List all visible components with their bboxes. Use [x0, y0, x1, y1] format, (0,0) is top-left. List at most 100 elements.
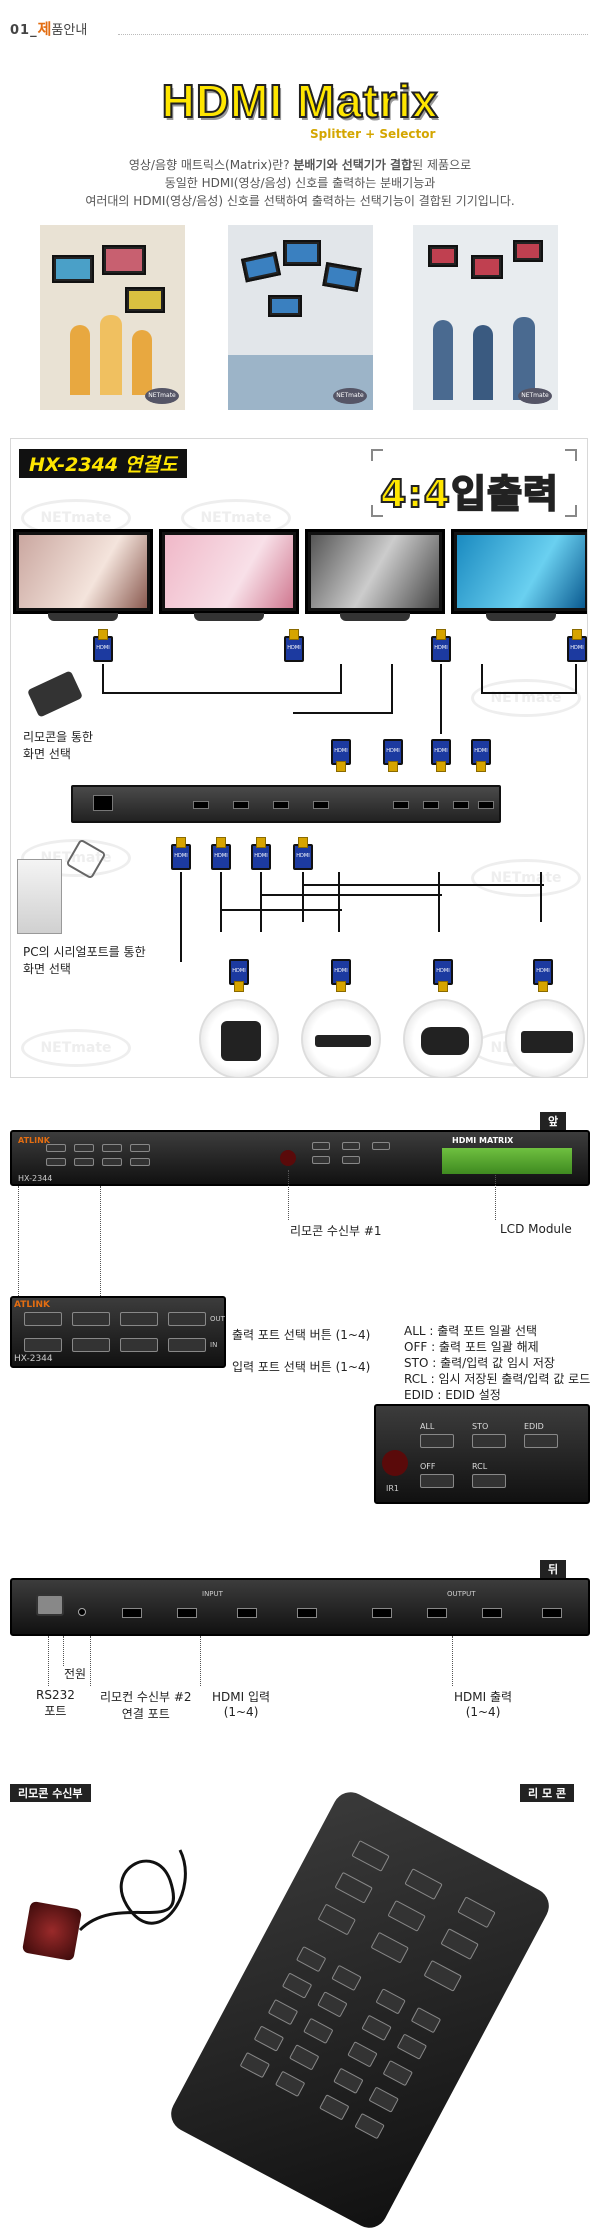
hdmi-output-label: HDMI 출력 (1~4) [454, 1690, 513, 1719]
hdmi-plug-text: HDMI [570, 645, 584, 651]
matrix-device [71, 785, 501, 823]
function-edid: EDID : EDID 설정 [404, 1388, 501, 1402]
out-button-1[interactable] [24, 1312, 62, 1326]
header-divider [118, 34, 588, 35]
hdmi-plug-text: HDMI [334, 968, 348, 974]
hdmi-plug-text: HDMI [174, 853, 188, 859]
hdmi-plug-text: HDMI [287, 645, 301, 651]
sto-button[interactable] [472, 1434, 506, 1448]
function-sto: STO : 출력/입력 값 임시 저장 [404, 1356, 555, 1370]
hdmi-input-label: HDMI 입력 (1~4) [212, 1690, 271, 1719]
power-jack [78, 1608, 86, 1616]
hdmi-plug-icon: HDMI [383, 739, 403, 772]
remote-control-icon [26, 670, 84, 718]
intro-text: 영상/음향 매트릭스(Matrix)란? [128, 158, 294, 172]
front-panel: ATLINK HX-2344 HDMI MATRIX [10, 1130, 590, 1186]
model-label: HX-2344 [14, 1354, 53, 1364]
ir-receiver-1-label: 리모콘 수신부 #1 [290, 1224, 382, 1238]
ir2-label: 리모컨 수신부 #2 연결 포트 [100, 1690, 192, 1721]
in-row-label: IN [210, 1341, 218, 1349]
remote-label: 리모콘을 통한 화면 선택 [23, 730, 94, 761]
model-label: HX-2344 [18, 1174, 53, 1183]
io-badge: 4:4입출력 [379, 471, 559, 517]
tv-display-1 [13, 529, 153, 624]
in-button-1[interactable] [24, 1338, 62, 1352]
output-label: OUTPUT [447, 1590, 476, 1598]
hdmi-plug-text: HDMI [386, 748, 400, 754]
hdmi-plug-icon: HDMI [533, 959, 553, 992]
media-player-icon [505, 999, 585, 1077]
remote-tag: 리 모 콘 [520, 1784, 575, 1802]
in-button-3[interactable] [120, 1338, 158, 1352]
out-button-3[interactable] [120, 1312, 158, 1326]
intro-line-2: 동일한 HDMI(영상/음성) 신호를 출력하는 분배기능과 [164, 176, 436, 190]
hdmi-plug-text: HDMI [474, 748, 488, 754]
hdmi-plug-text: HDMI [214, 853, 228, 859]
lcd-title: HDMI MATRIX [452, 1136, 514, 1145]
hdmi-plug-icon: HDMI [229, 959, 249, 992]
off-button[interactable] [420, 1474, 454, 1488]
intro-text: 된 제품으로 [412, 158, 472, 172]
hdmi-plug-text: HDMI [232, 968, 246, 974]
function-zoom-panel: IR1 ALL STO EDID OFF RCL [374, 1404, 590, 1504]
in-button-4[interactable] [168, 1338, 206, 1352]
ir1-label: IR1 [386, 1484, 400, 1493]
lcd-screen [442, 1148, 572, 1174]
hdmi-plug-icon: HDMI [431, 629, 451, 662]
set-top-box-icon [301, 999, 381, 1077]
tv-display-4 [451, 529, 587, 624]
receiver-tag: 리모콘 수신부 [10, 1784, 91, 1802]
remote-body [164, 1785, 556, 2234]
hdmi-plug-icon: HDMI [211, 837, 231, 870]
hdmi-plug-text: HDMI [434, 645, 448, 651]
hdmi-plug-text: HDMI [334, 748, 348, 754]
camcorder-icon [403, 999, 483, 1077]
section-title: 품안내 [51, 23, 88, 38]
pc-label: PC의 시리얼포트를 통한 화면 선택 [23, 945, 146, 976]
ir-receiver-window [280, 1150, 296, 1166]
rcl-button[interactable] [472, 1474, 506, 1488]
hdmi-plug-icon: HDMI [567, 629, 587, 662]
scenario-image-presentation: NETmate [40, 225, 185, 410]
netmate-logo: NETmate [333, 388, 367, 404]
function-rcl: RCL : 임시 저장된 출력/입력 값 로드 [404, 1372, 591, 1386]
tv-display-3 [305, 529, 445, 624]
in-button-2[interactable] [72, 1338, 110, 1352]
hdmi-plug-icon: HDMI [331, 959, 351, 992]
rcl-caption: RCL [472, 1462, 488, 1471]
all-button[interactable] [420, 1434, 454, 1448]
hdmi-plug-text: HDMI [436, 968, 450, 974]
off-caption: OFF [420, 1462, 436, 1471]
hdmi-plug-text: HDMI [434, 748, 448, 754]
sto-caption: STO [472, 1422, 489, 1431]
button-zoom-panel: ATLINK HX-2344 OUT IN [10, 1296, 226, 1368]
product-title: HDMI Matrix [161, 74, 439, 128]
out-button-2[interactable] [72, 1312, 110, 1326]
lcd-module-label: LCD Module [500, 1222, 572, 1236]
section-header: 01_제품안내 [10, 18, 87, 39]
out-row-label: OUT [210, 1315, 225, 1323]
hdmi-plug-icon: HDMI [431, 739, 451, 772]
hdmi-plug-icon: HDMI [293, 837, 313, 870]
intro-line-1: 영상/음향 매트릭스(Matrix)란? 분배기와 선택기가 결합된 제품으로 [0, 156, 600, 173]
connection-diagram: NETmate NETmate NETmate NETmate NETmate … [10, 438, 588, 1078]
out-buttons-label: 출력 포트 선택 버튼 (1~4) [232, 1328, 371, 1342]
hdmi-plug-icon: HDMI [433, 959, 453, 992]
power-label: 전원 [64, 1667, 87, 1681]
edid-caption: EDID [524, 1422, 544, 1431]
rs232-label: RS232 포트 [36, 1688, 75, 1718]
receiver-cable-icon [78, 1849, 187, 1932]
section-number: 01_ [10, 23, 38, 38]
out-button-4[interactable] [168, 1312, 206, 1326]
diagram-title: HX-2344 연결도 [19, 449, 188, 478]
back-tag: 뒤 [540, 1560, 567, 1578]
hdmi-plug-text: HDMI [296, 853, 310, 859]
function-all: ALL : 출력 포트 일괄 선택 [404, 1324, 538, 1338]
input-label: INPUT [202, 1590, 223, 1598]
rs232-port [36, 1594, 64, 1616]
hdmi-plug-text: HDMI [96, 645, 110, 651]
watermark: NETmate [471, 679, 581, 717]
edid-button[interactable] [524, 1434, 558, 1448]
scenario-image-classroom: NETmate [228, 225, 373, 410]
all-caption: ALL [420, 1422, 435, 1431]
